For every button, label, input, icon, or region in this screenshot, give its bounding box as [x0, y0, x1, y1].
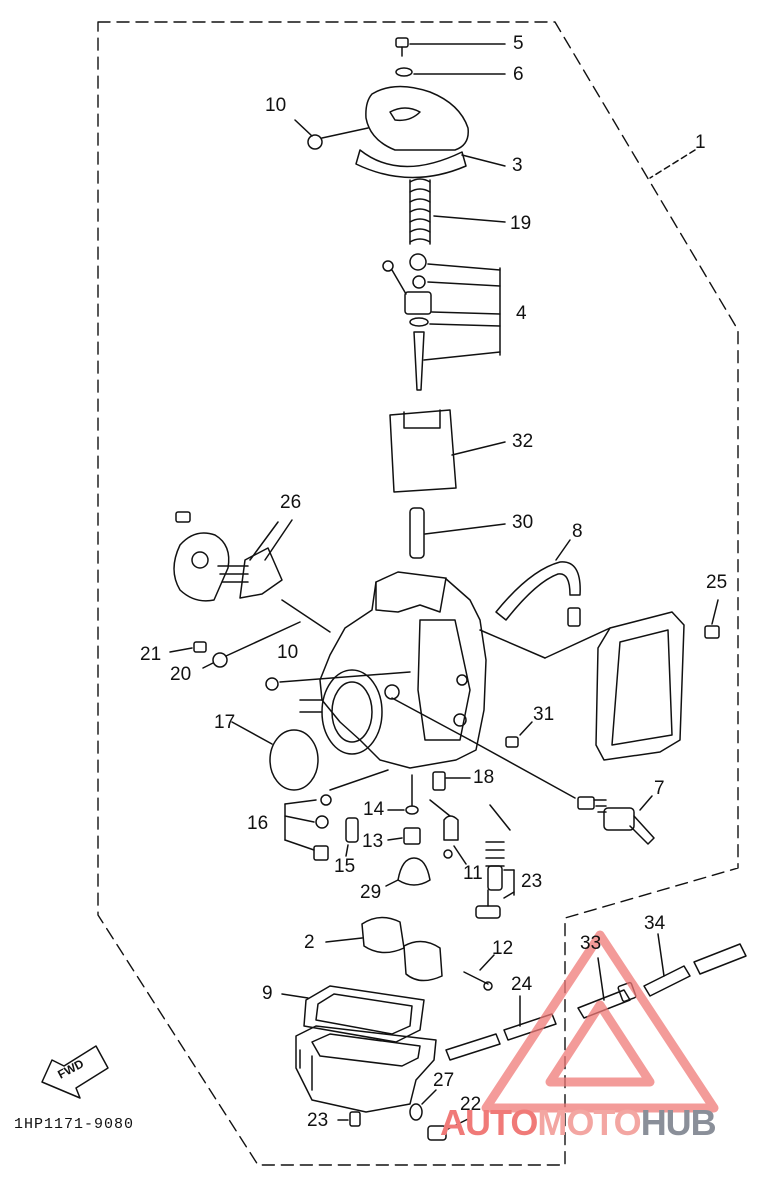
screw-31	[505, 721, 533, 748]
pilot-jet-16	[284, 769, 389, 861]
callout-32: 32	[512, 431, 534, 452]
callout-23-bottom: 23	[307, 1110, 329, 1131]
callout-30: 30	[512, 512, 534, 533]
callout-18: 18	[473, 767, 495, 788]
callout-6: 6	[513, 64, 524, 85]
float-bowl	[295, 1025, 437, 1113]
screw-22	[427, 1117, 471, 1141]
callout-11: 11	[463, 863, 483, 884]
callout-29: 29	[360, 882, 382, 903]
spring-19	[409, 178, 506, 245]
watermark-logo-icon	[481, 930, 719, 1113]
callout-9: 9	[262, 983, 273, 1004]
callout-19: 19	[510, 213, 532, 234]
callout-3: 3	[512, 155, 523, 176]
side-cover	[479, 611, 685, 761]
callout-21: 21	[140, 644, 162, 665]
screw-5	[395, 37, 506, 57]
float-2	[325, 916, 443, 982]
washer-6	[395, 67, 506, 77]
throttle-slide-32	[389, 409, 506, 493]
top-cover-3	[355, 85, 506, 179]
callout-20: 20	[170, 664, 192, 685]
o-ring-27	[409, 1089, 437, 1121]
pin-12	[463, 954, 495, 991]
hose-34	[643, 933, 747, 997]
callout-16: 16	[247, 813, 269, 834]
plug-29	[385, 857, 431, 887]
screw-25	[704, 599, 720, 639]
callout-1: 1	[695, 132, 706, 153]
carburetor-body	[299, 571, 576, 799]
hose-8	[495, 539, 581, 627]
callout-2: 2	[304, 932, 315, 953]
gasket-9	[281, 985, 425, 1043]
callout-17: 17	[214, 712, 236, 733]
main-jet-13	[387, 827, 421, 845]
screw-23-mid	[475, 804, 515, 919]
hose-24	[445, 995, 557, 1061]
washer-10-top	[294, 119, 369, 150]
fwd-arrow-icon	[41, 1045, 109, 1099]
callout-23-mid: 23	[521, 871, 543, 892]
washer-20	[202, 621, 301, 669]
callout-5: 5	[513, 33, 524, 54]
jet-15	[345, 817, 359, 857]
o-ring-17	[231, 721, 319, 791]
assembly-boundary	[97, 21, 739, 1166]
watermark-part-c: HUB	[640, 1102, 717, 1143]
callout-14: 14	[363, 799, 385, 820]
part-code: 1HP1171-9080	[14, 1116, 135, 1133]
callout-31: 31	[533, 704, 555, 725]
callout-27: 27	[433, 1070, 455, 1091]
callout-8: 8	[572, 521, 583, 542]
float-needle-11	[429, 799, 467, 865]
choke-plunger-26	[173, 511, 331, 633]
callout-15: 15	[334, 856, 356, 877]
jet-18	[432, 771, 471, 791]
callout-13: 13	[362, 831, 384, 852]
needle-jet-30	[409, 507, 506, 559]
callout-10-mid: 10	[277, 642, 299, 663]
callout-4: 4	[516, 303, 527, 324]
callout-7: 7	[654, 778, 665, 799]
washer-10-mid	[265, 671, 411, 691]
callout-12: 12	[492, 938, 514, 959]
watermark-part-b: MOTO	[537, 1102, 641, 1143]
callout-34: 34	[644, 913, 666, 934]
callout-33: 33	[580, 933, 602, 954]
leader-1	[649, 149, 696, 179]
callout-25: 25	[706, 572, 728, 593]
main-jet-14	[387, 774, 419, 815]
watermark-part-a: AUTO	[440, 1102, 538, 1143]
screw-23-bottom	[337, 1111, 361, 1127]
throttle-screw-7	[577, 795, 655, 845]
callout-26: 26	[280, 492, 302, 513]
screw-21	[169, 641, 207, 653]
callout-24: 24	[511, 974, 533, 995]
watermark-text: AUTOMOTOHUB	[440, 1102, 717, 1143]
needle-assembly-4	[382, 253, 501, 391]
callout-10-top: 10	[265, 95, 287, 116]
callout-22: 22	[460, 1094, 482, 1115]
